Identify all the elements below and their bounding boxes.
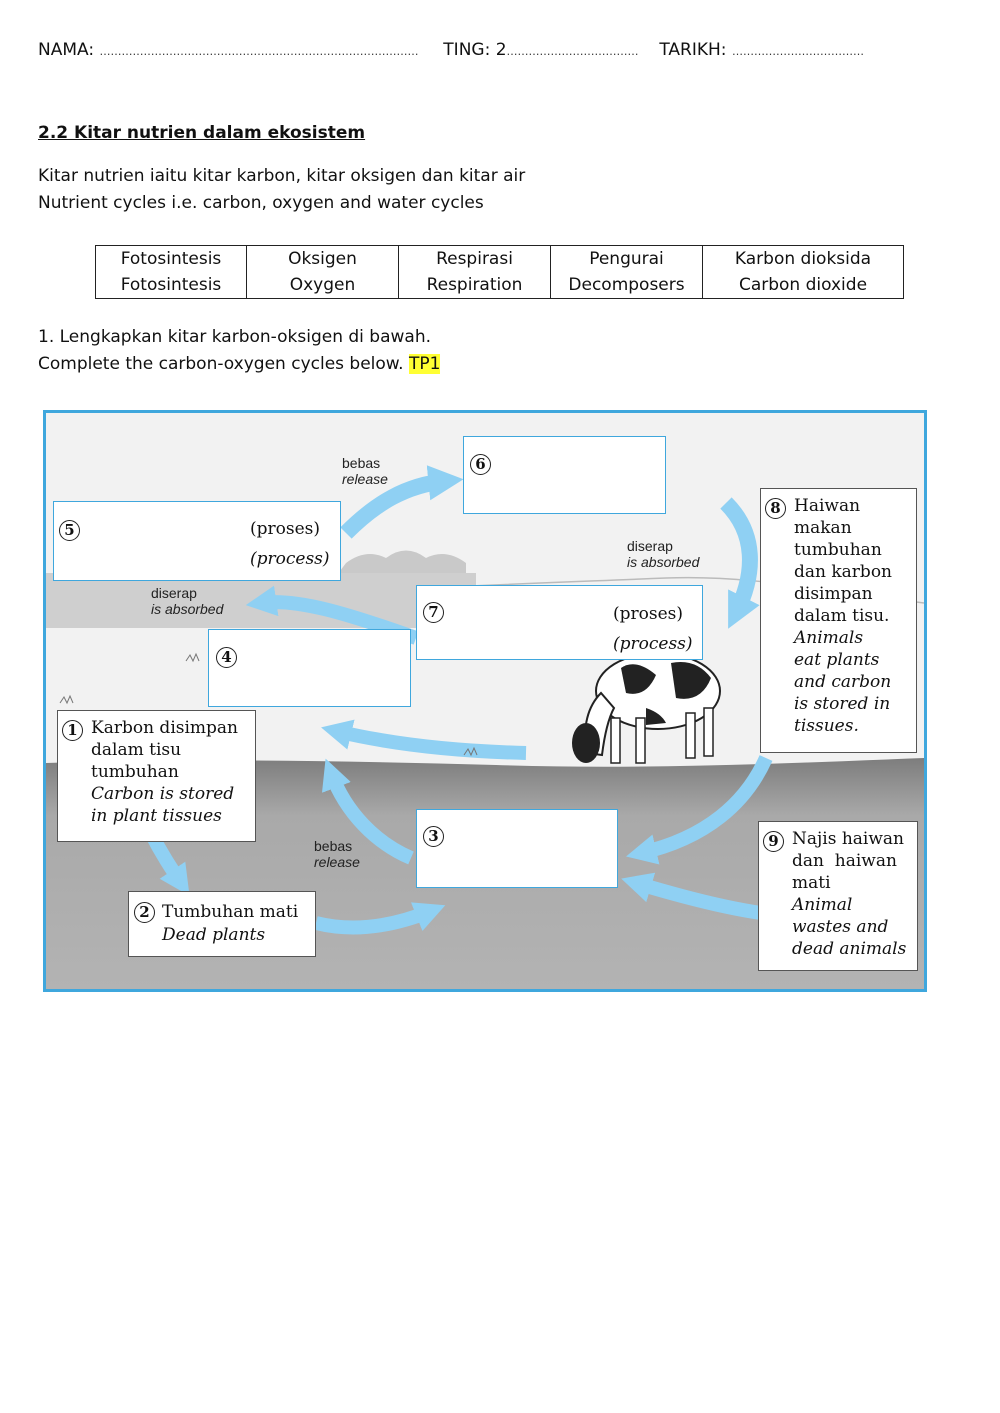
word-english: Fotosintesis	[121, 275, 222, 295]
process-label: (process)	[613, 633, 693, 655]
box8-english-line: eat plants	[794, 649, 892, 671]
box8-malay-line: tumbuhan	[794, 539, 892, 561]
box9-malay-line: dan haiwan	[792, 850, 906, 872]
tp-badge: TP1	[409, 354, 440, 374]
info-box-1: 1 Karbon disimpan dalam tisu tumbuhan Ca…	[57, 710, 256, 842]
box8-malay-line: disimpan	[794, 583, 892, 605]
word-malay: Pengurai	[589, 249, 664, 269]
answer-box-6[interactable]: 6	[463, 436, 666, 514]
release-label-bottom: bebas release	[314, 838, 360, 870]
tarikh-label: TARIKH:	[659, 40, 726, 60]
word-malay: Oksigen	[288, 249, 357, 269]
box1-english-line: in plant tissues	[91, 805, 238, 827]
section-title: 2.2 Kitar nutrien dalam ekosistem	[38, 123, 365, 143]
box8-english-line: is stored in	[794, 693, 892, 715]
box9-english-line: dead animals	[792, 938, 906, 960]
box8-malay-line: makan	[794, 517, 892, 539]
label-malay: bebas	[314, 838, 360, 854]
number-5-badge: 5	[59, 520, 80, 541]
process-label: (process)	[250, 548, 330, 570]
word-english: Oxygen	[290, 275, 356, 295]
intro-line-malay: Kitar nutrien iaitu kitar karbon, kitar …	[38, 166, 525, 186]
intro-line-english: Nutrient cycles i.e. carbon, oxygen and …	[38, 193, 484, 213]
question-text: Complete the carbon-oxygen cycles below.	[38, 354, 404, 374]
info-box-8: 8 Haiwan makan tumbuhan dan karbon disim…	[760, 488, 917, 753]
box8-malay-line: dan karbon	[794, 561, 892, 583]
box8-english-line: tissues.	[794, 715, 892, 737]
number-6-badge: 6	[470, 454, 491, 475]
absorbed-label-left: diserap is absorbed	[151, 585, 223, 617]
word-english: Carbon dioxide	[739, 275, 867, 295]
word-english: Decomposers	[568, 275, 684, 295]
word-malay: Fotosintesis	[121, 249, 222, 269]
word-english: Respiration	[427, 275, 523, 295]
box9-malay-line: Najis haiwan	[792, 828, 906, 850]
label-english: release	[314, 854, 360, 870]
box1-malay-line: dalam tisu	[91, 739, 238, 761]
answer-box-3[interactable]: 3	[416, 809, 618, 888]
number-9-badge: 9	[763, 831, 784, 852]
box2-malay: Tumbuhan mati	[162, 901, 298, 923]
box9-english-line: Animal	[792, 894, 906, 916]
label-malay: bebas	[342, 455, 388, 471]
box2-english: Dead plants	[162, 924, 265, 946]
word-malay: Respirasi	[436, 249, 513, 269]
box9-english-line: wastes and	[792, 916, 906, 938]
box1-english-line: Carbon is stored	[91, 783, 238, 805]
number-4-badge: 4	[216, 647, 237, 668]
proses-label: (proses)	[613, 603, 683, 625]
info-box-9: 9 Najis haiwan dan haiwan mati Animal wa…	[758, 821, 918, 971]
label-english: is absorbed	[627, 554, 699, 570]
number-3-badge: 3	[423, 826, 444, 847]
box9-malay-line: mati	[792, 872, 906, 894]
label-malay: diserap	[151, 585, 223, 601]
box1-malay-line: tumbuhan	[91, 761, 238, 783]
number-7-badge: 7	[423, 602, 444, 623]
question-line-malay: 1. Lengkapkan kitar karbon-oksigen di ba…	[38, 327, 431, 347]
box8-english-line: and carbon	[794, 671, 892, 693]
nama-label: NAMA:	[38, 40, 94, 60]
answer-box-5[interactable]: 5 (proses) (process)	[53, 501, 341, 581]
box1-malay-line: Karbon disimpan	[91, 717, 238, 739]
word-malay: Karbon dioksida	[735, 249, 871, 269]
number-1-badge: 1	[62, 720, 83, 741]
question-line-english: Complete the carbon-oxygen cycles below.…	[38, 354, 440, 374]
info-box-2: 2 Tumbuhan mati Dead plants	[128, 891, 316, 957]
label-english: release	[342, 471, 388, 487]
answer-box-4[interactable]: 4	[208, 629, 411, 707]
number-2-badge: 2	[134, 902, 155, 923]
number-8-badge: 8	[765, 498, 786, 519]
release-label-top: bebas release	[342, 455, 388, 487]
label-english: is absorbed	[151, 601, 223, 617]
box8-malay-line: dalam tisu.	[794, 605, 892, 627]
label-malay: diserap	[627, 538, 699, 554]
proses-label: (proses)	[250, 518, 320, 540]
header-line: NAMA: …………………………………………………………………………… TING…	[38, 40, 864, 60]
answer-box-7[interactable]: 7 (proses) (process)	[416, 585, 703, 660]
carbon-oxygen-cycle-diagram: 6 5 (proses) (process) 7 (proses) (proce…	[43, 410, 927, 992]
nama-blank[interactable]: ……………………………………………………………………………	[99, 45, 418, 58]
ting-blank[interactable]: ………………………………	[507, 45, 639, 58]
box8-english-line: Animals	[794, 627, 892, 649]
tarikh-blank[interactable]: ………………………………	[732, 45, 864, 58]
absorbed-label-right: diserap is absorbed	[627, 538, 699, 570]
box8-malay-line: Haiwan	[794, 495, 892, 517]
ting-label: TING: 2	[443, 40, 506, 60]
